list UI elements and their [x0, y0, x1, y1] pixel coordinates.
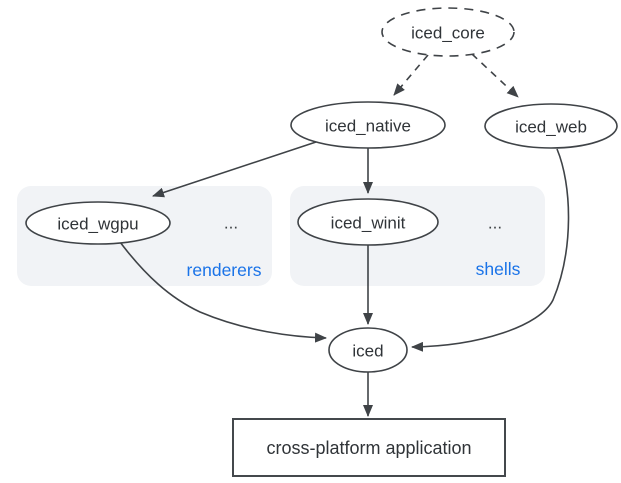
- iced-winit-label: iced_winit: [331, 214, 406, 233]
- node-iced-native: iced_native: [290, 101, 446, 149]
- iced-native-ellipse: [290, 101, 446, 149]
- edge-web-to-iced: [411, 148, 570, 352]
- iced-label: iced: [352, 342, 383, 361]
- renderers-group-label: renderers: [187, 260, 262, 280]
- edge-native-to-wgpu: [152, 141, 317, 198]
- iced-web-ellipse: [484, 103, 618, 149]
- iced-web-label: iced_web: [515, 118, 587, 137]
- node-iced-wgpu: iced_wgpu: [25, 201, 171, 245]
- node-iced-core: iced_core: [381, 7, 515, 57]
- node-application: cross-platform application: [232, 418, 506, 477]
- edge-core-to-web: [471, 53, 519, 98]
- application-box: [232, 418, 506, 477]
- edge-wgpu-to-iced: [119, 241, 327, 343]
- iced-core-label: iced_core: [411, 24, 485, 43]
- node-iced-web: iced_web: [484, 103, 618, 149]
- iced-native-label: iced_native: [325, 117, 411, 136]
- iced-wgpu-label: iced_wgpu: [57, 215, 138, 234]
- iced-core-ellipse: [381, 7, 515, 57]
- shells-group-label: shells: [476, 259, 521, 279]
- node-iced: iced: [328, 327, 408, 373]
- iced-wgpu-ellipse: [25, 201, 171, 245]
- iced-winit-ellipse: [297, 198, 439, 246]
- iced-ellipse: [328, 327, 408, 373]
- renderers-ellipsis: ...: [224, 214, 238, 233]
- edge-core-to-native: [393, 54, 429, 96]
- application-label: cross-platform application: [266, 438, 471, 458]
- shells-ellipsis: ...: [488, 214, 502, 233]
- node-iced-winit: iced_winit: [297, 198, 439, 246]
